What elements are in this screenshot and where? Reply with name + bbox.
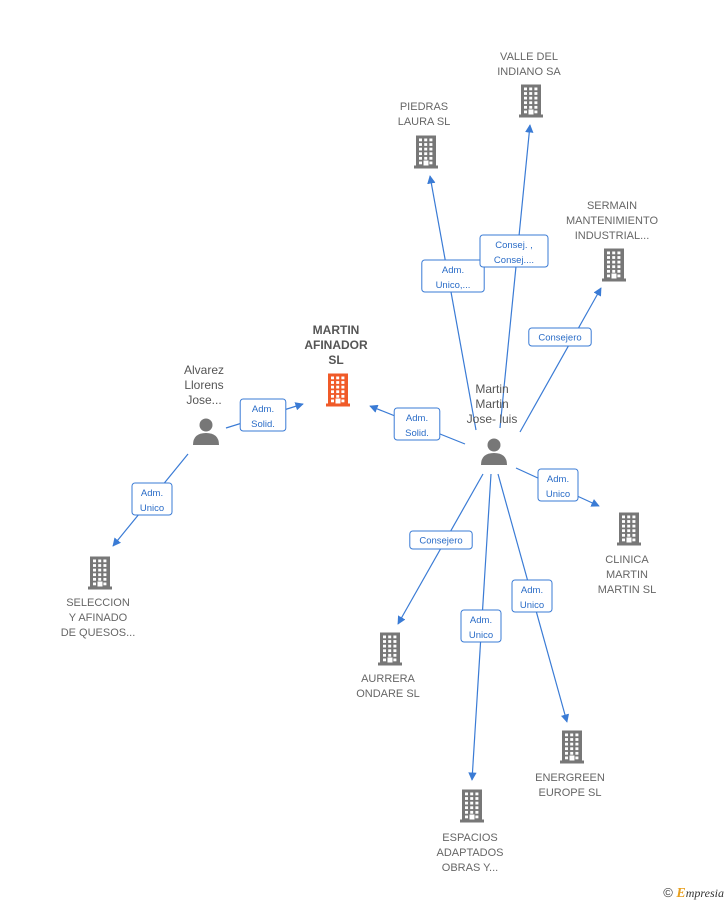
edge-label[interactable]: Adm. Unico <box>511 579 553 613</box>
building-icon[interactable] <box>560 730 584 764</box>
copyright-symbol: © <box>663 885 673 900</box>
building-icon[interactable] <box>617 512 641 546</box>
person-icon[interactable] <box>193 418 219 446</box>
node-label: DE QUESOS... <box>61 627 136 639</box>
edge-label-text: Adm. <box>547 474 569 485</box>
edge-label-box <box>409 530 473 550</box>
edge-label-box <box>460 609 502 643</box>
node-label: Martin <box>475 382 508 396</box>
edge-label-box <box>511 579 553 613</box>
node-seleccion[interactable]: SELECCION Y AFINADO DE QUESOS... <box>61 556 136 640</box>
edge-label[interactable]: Adm. Solid. <box>239 398 287 432</box>
node-label: Y AFINADO <box>69 612 128 624</box>
edge-label-text: Unico <box>546 489 570 500</box>
person-icon[interactable] <box>481 438 507 466</box>
building-icon[interactable] <box>326 373 350 407</box>
node-label: SERMAIN <box>587 200 637 212</box>
node-label: MARTIN SL <box>598 584 656 596</box>
node-valle[interactable]: VALLE DEL INDIANO SA <box>497 51 561 118</box>
edge-martin-jose-to-valle <box>499 124 534 429</box>
edge-label-text: Unico <box>469 630 493 641</box>
node-label: ADAPTADOS <box>436 847 503 859</box>
node-clinica[interactable]: CLINICA MARTIN MARTIN SL <box>598 512 656 597</box>
node-label: Llorens <box>184 378 223 392</box>
edges-layer <box>112 124 602 781</box>
edge-label-text: Consejero <box>538 333 581 344</box>
edge-label-box <box>537 468 579 502</box>
node-sermain[interactable]: SERMAIN MANTENIMIENTO INDUSTRIAL... <box>566 200 659 282</box>
edge-label[interactable]: Consej. , Consej.... <box>479 234 549 268</box>
edge-label-text: Consejero <box>419 536 462 547</box>
edge-label[interactable]: Adm. Unico <box>460 609 502 643</box>
node-label: MARTIN <box>313 323 360 337</box>
building-icon[interactable] <box>519 84 543 118</box>
node-label: INDIANO SA <box>497 66 561 78</box>
node-label: SELECCION <box>66 597 130 609</box>
node-label: MARTIN <box>606 569 648 581</box>
edge-label-text: Consej.... <box>494 255 534 266</box>
edge-martin-jose-to-piedras <box>427 175 477 431</box>
node-label: ONDARE SL <box>356 688 420 700</box>
node-label: INDUSTRIAL... <box>575 230 650 242</box>
edge-labels-layer: Adm.Solid.Adm.UnicoAdm.Solid.Adm.Unico,.… <box>131 234 592 643</box>
building-icon[interactable] <box>460 789 484 823</box>
brand-logo[interactable]: Empresia <box>676 886 724 901</box>
edge-label-text: Unico <box>140 503 164 514</box>
node-aurrera[interactable]: AURRERA ONDARE SL <box>356 632 420 701</box>
node-label: LAURA SL <box>398 116 451 128</box>
node-label: PIEDRAS <box>400 101 448 113</box>
node-label: SL <box>328 353 343 367</box>
node-label: AFINADOR <box>304 338 368 352</box>
edge-label-text: Adm. <box>141 488 163 499</box>
edge-label-box <box>421 259 485 293</box>
node-label: EUROPE SL <box>539 787 602 799</box>
node-energreen[interactable]: ENERGREEN EUROPE SL <box>535 730 605 800</box>
node-label: AURRERA <box>361 673 415 685</box>
copyright-notice: © Empresia <box>663 885 724 902</box>
building-icon[interactable] <box>378 632 402 666</box>
nodes-layer: MARTINAFINADORSLAlvarezLlorensJose...Mar… <box>61 51 659 874</box>
edge-martin-jose-to-sermain <box>519 287 602 433</box>
edge-label-text: Adm. <box>442 265 464 276</box>
node-label: Martin <box>475 397 508 411</box>
node-label: OBRAS Y... <box>442 862 498 874</box>
building-icon[interactable] <box>414 135 438 169</box>
building-icon[interactable] <box>88 556 112 590</box>
edge-label-box <box>528 327 592 347</box>
edge-label-text: Unico <box>520 600 544 611</box>
edge-label-text: Adm. <box>470 615 492 626</box>
node-label: MANTENIMIENTO <box>566 215 659 227</box>
edge-label[interactable]: Adm. Solid. <box>393 407 441 441</box>
edge-label[interactable]: Adm. Unico,... <box>421 259 485 293</box>
edge-label[interactable]: Consejero <box>409 530 473 550</box>
edge-label-text: Adm. <box>406 413 428 424</box>
node-label: Alvarez <box>184 363 224 377</box>
edge-label-text: Adm. <box>521 585 543 596</box>
edge-label-box <box>131 482 173 516</box>
node-label: ENERGREEN <box>535 772 605 784</box>
edge-label-text: Unico,... <box>436 280 471 291</box>
edge-label[interactable]: Consejero <box>528 327 592 347</box>
edge-label-text: Solid. <box>251 419 275 430</box>
edge-label-text: Solid. <box>405 428 429 439</box>
edge-label-text: Adm. <box>252 404 274 415</box>
edge-label-box <box>479 234 549 268</box>
node-alvarez[interactable]: AlvarezLlorensJose... <box>184 363 224 445</box>
node-label: CLINICA <box>605 554 649 566</box>
node-label: VALLE DEL <box>500 51 558 63</box>
edge-label-box <box>239 398 287 432</box>
node-label: ESPACIOS <box>442 832 497 844</box>
node-label: Jose- luis <box>467 412 518 426</box>
edge-label[interactable]: Adm. Unico <box>537 468 579 502</box>
node-piedras[interactable]: PIEDRAS LAURA SL <box>398 101 451 169</box>
edge-label-text: Consej. , <box>495 240 533 251</box>
node-label: Jose... <box>186 393 221 407</box>
edge-label[interactable]: Adm. Unico <box>131 482 173 516</box>
edge-label-box <box>393 407 441 441</box>
node-espacios[interactable]: ESPACIOS ADAPTADOS OBRAS Y... <box>436 789 504 875</box>
building-icon[interactable] <box>602 248 626 282</box>
